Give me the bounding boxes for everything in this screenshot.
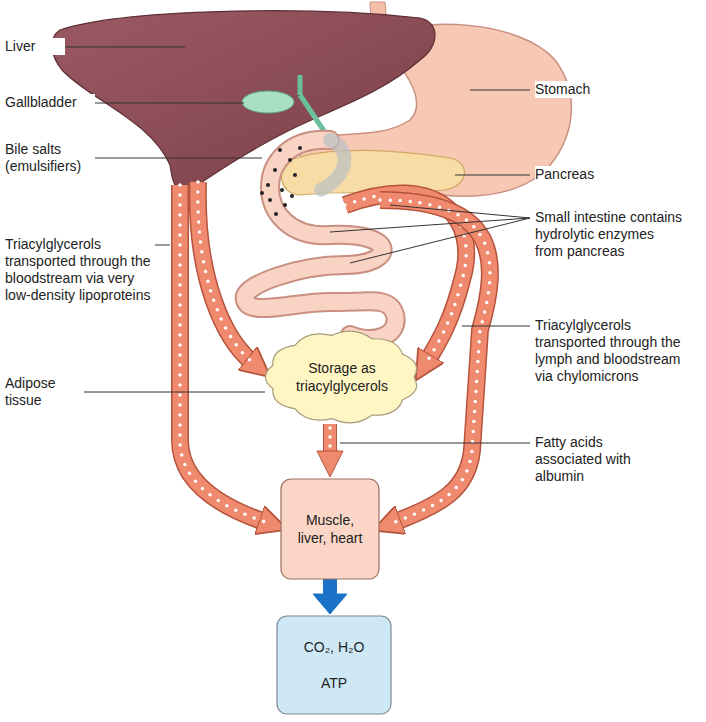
flow-arrow [313, 578, 347, 614]
box-shape [280, 478, 380, 580]
note-label: Triacylglycerols transported through the… [535, 317, 700, 385]
organ-label: Pancreas [535, 166, 635, 183]
tissue-box: Muscle, liver, heart [280, 478, 380, 580]
organ-label: Liver [5, 38, 65, 55]
box-shape [276, 615, 392, 715]
cloud-shape [262, 328, 422, 426]
node-text: ATP [321, 674, 347, 692]
note-label: Bile salts (emulsifiers) [5, 141, 95, 175]
node-text: Storage as triacylglycerols [282, 359, 402, 395]
organ-label: Gallbladder [5, 94, 95, 111]
organ-label: Stomach [535, 81, 635, 98]
node-text: Muscle, liver, heart [292, 511, 368, 547]
product-box: CO₂, H₂O ATP [276, 615, 392, 715]
storage-cloud: Storage as triacylglycerols [262, 328, 422, 426]
organ-label: Adipose tissue [5, 375, 80, 409]
organ-label: Small intestine contains hydrolytic enzy… [535, 209, 685, 260]
flow-arrow [317, 424, 343, 477]
note-label: Fatty acids associated with albumin [535, 434, 655, 485]
node-text: CO₂, H₂O [304, 638, 365, 656]
note-label: Triacylglycerols transported through the… [5, 236, 155, 304]
